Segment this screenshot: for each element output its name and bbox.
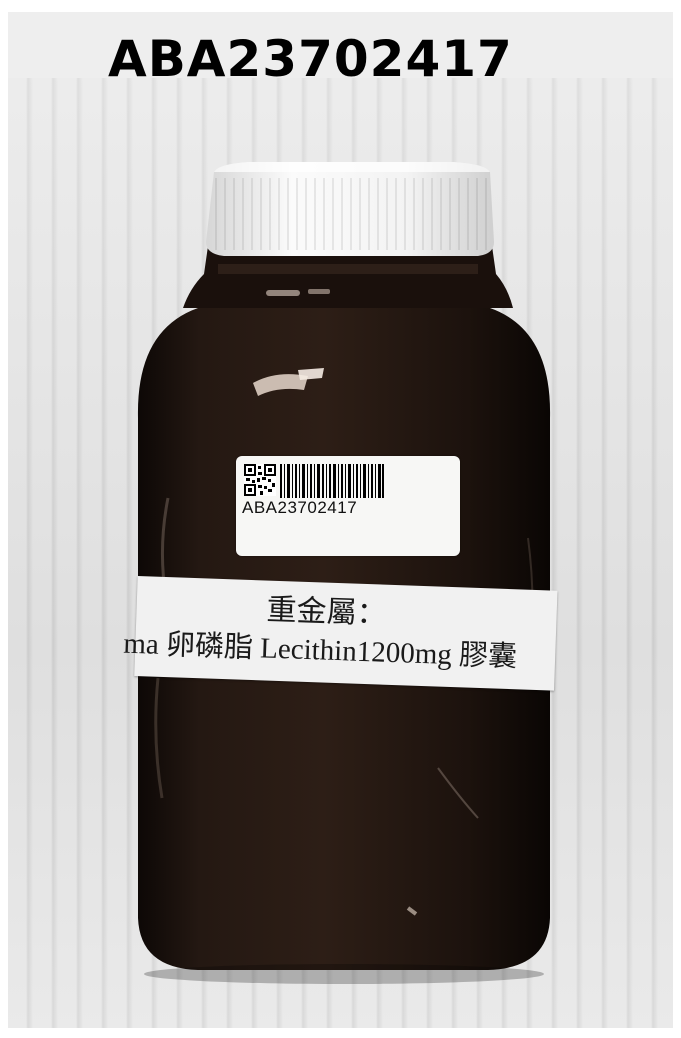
- barcode-icon: [280, 464, 384, 498]
- sample-id-header: ABA23702417: [8, 12, 673, 88]
- qr-code-icon: [244, 464, 276, 496]
- label-product-name-text: ma 卵磷脂 Lecithin1200mg 膠囊: [122, 627, 518, 674]
- bottle-cap: [206, 162, 494, 256]
- product-label-band: 重金屬： ma 卵磷脂 Lecithin1200mg 膠囊: [123, 576, 558, 691]
- product-photo: ABA23702417 重金屬： ma 卵磷脂 Lecithin1200mg 膠…: [8, 78, 673, 1028]
- glass-highlights: [154, 289, 534, 916]
- sample-id-sticker-code: ABA23702417: [242, 498, 358, 517]
- sample-id-sticker: ABA23702417: [236, 456, 460, 556]
- bottle-shadow: [144, 964, 544, 984]
- bottle-neck: [183, 246, 513, 308]
